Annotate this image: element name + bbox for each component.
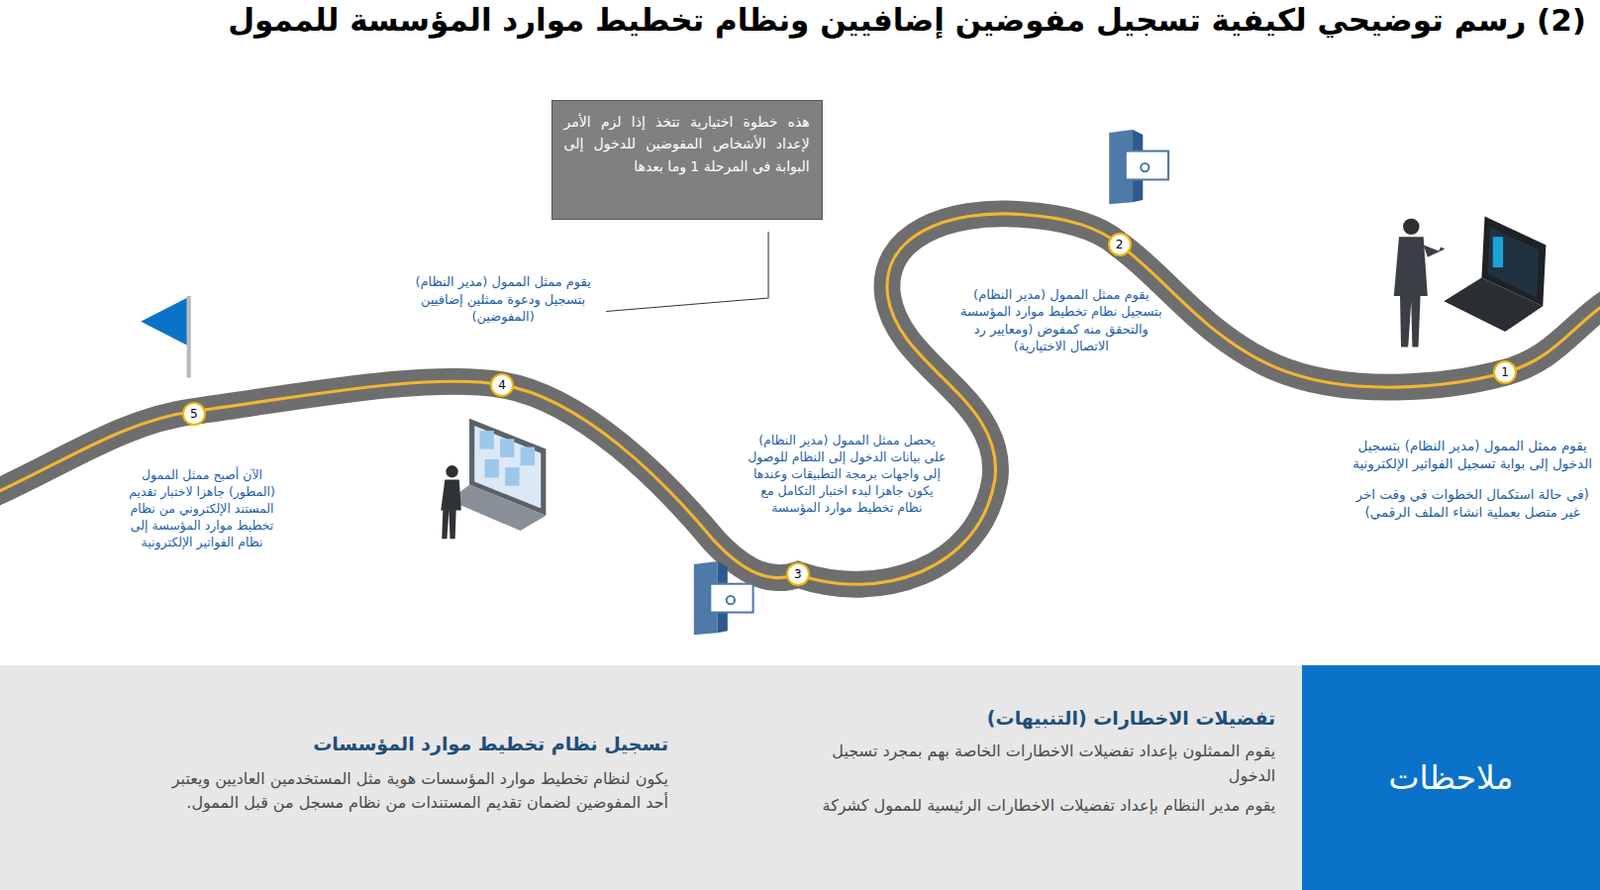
flag-icon xyxy=(140,296,192,378)
notes-heading: تفضيلات الاخطارات (التنبيهات) xyxy=(805,703,1276,733)
step-number: 3 xyxy=(788,564,808,585)
server-icon xyxy=(1108,129,1169,204)
diagram-title: (2) رسم توضيحي لكيفية تسجيل مفوضين إضافي… xyxy=(11,0,1587,40)
step-number: 1 xyxy=(1495,362,1515,383)
road-line xyxy=(0,213,1600,585)
notes-header-box: ملاحظات xyxy=(1301,665,1600,890)
step-circle: 5 xyxy=(182,401,206,426)
step-number: 2 xyxy=(1109,234,1130,255)
step-number: 5 xyxy=(184,403,204,424)
leader-line xyxy=(605,231,769,311)
step-circle: 2 xyxy=(1107,232,1132,257)
server-icon xyxy=(694,561,754,635)
step-description: يقوم ممثل الممول (مدير النظام) بتسجيل نظ… xyxy=(959,286,1164,356)
person-screen-icon xyxy=(440,418,546,540)
callout-text: هذه خطوة اختيارية تتخذ إذا لزم الأمر لإع… xyxy=(564,110,810,178)
notes-title: ملاحظات xyxy=(1389,758,1514,798)
road-surface xyxy=(0,213,1600,585)
step-circle: 1 xyxy=(1493,360,1517,385)
step-circle: 3 xyxy=(786,562,810,587)
step-description: يقوم ممثل الممول (مدير النظام) بتسجيل ال… xyxy=(1344,436,1600,473)
road xyxy=(0,213,1600,585)
notes-body: يكون لنظام تخطيط موارد المؤسسات هوية مثل… xyxy=(163,767,669,817)
step-description: (في حالة استكمال الخطوات في وقت اخر غير … xyxy=(1344,485,1600,521)
callout-box: هذه خطوة اختيارية تتخذ إذا لزم الأمر لإع… xyxy=(551,100,823,220)
step-number: 4 xyxy=(492,375,512,396)
step-description: يقوم ممثل الممول (مدير النظام) بتسجيل ود… xyxy=(398,273,607,326)
notes-body: يقوم الممثلون بإعداد تفضيلات الاخطارات ا… xyxy=(805,739,1276,790)
notes-panel: تفضيلات الاخطارات (التنبيهات) يقوم الممثل… xyxy=(0,665,1302,890)
notes-heading: تسجيل نظام تخطيط موارد المؤسسات xyxy=(163,729,669,759)
step-circle: 4 xyxy=(490,373,514,398)
step-description: يحصل ممثل الممول (مدير النظام) على بيانا… xyxy=(747,432,947,516)
person-laptop-icon xyxy=(1394,216,1547,348)
step-description: الآن أصبح ممثل الممول (المطور) جاهزا لاخ… xyxy=(117,467,287,551)
notes-band xyxy=(0,665,1600,890)
notes-body: يقوم مدير النظام بإعداد تفضيلات الاخطارا… xyxy=(805,794,1276,819)
